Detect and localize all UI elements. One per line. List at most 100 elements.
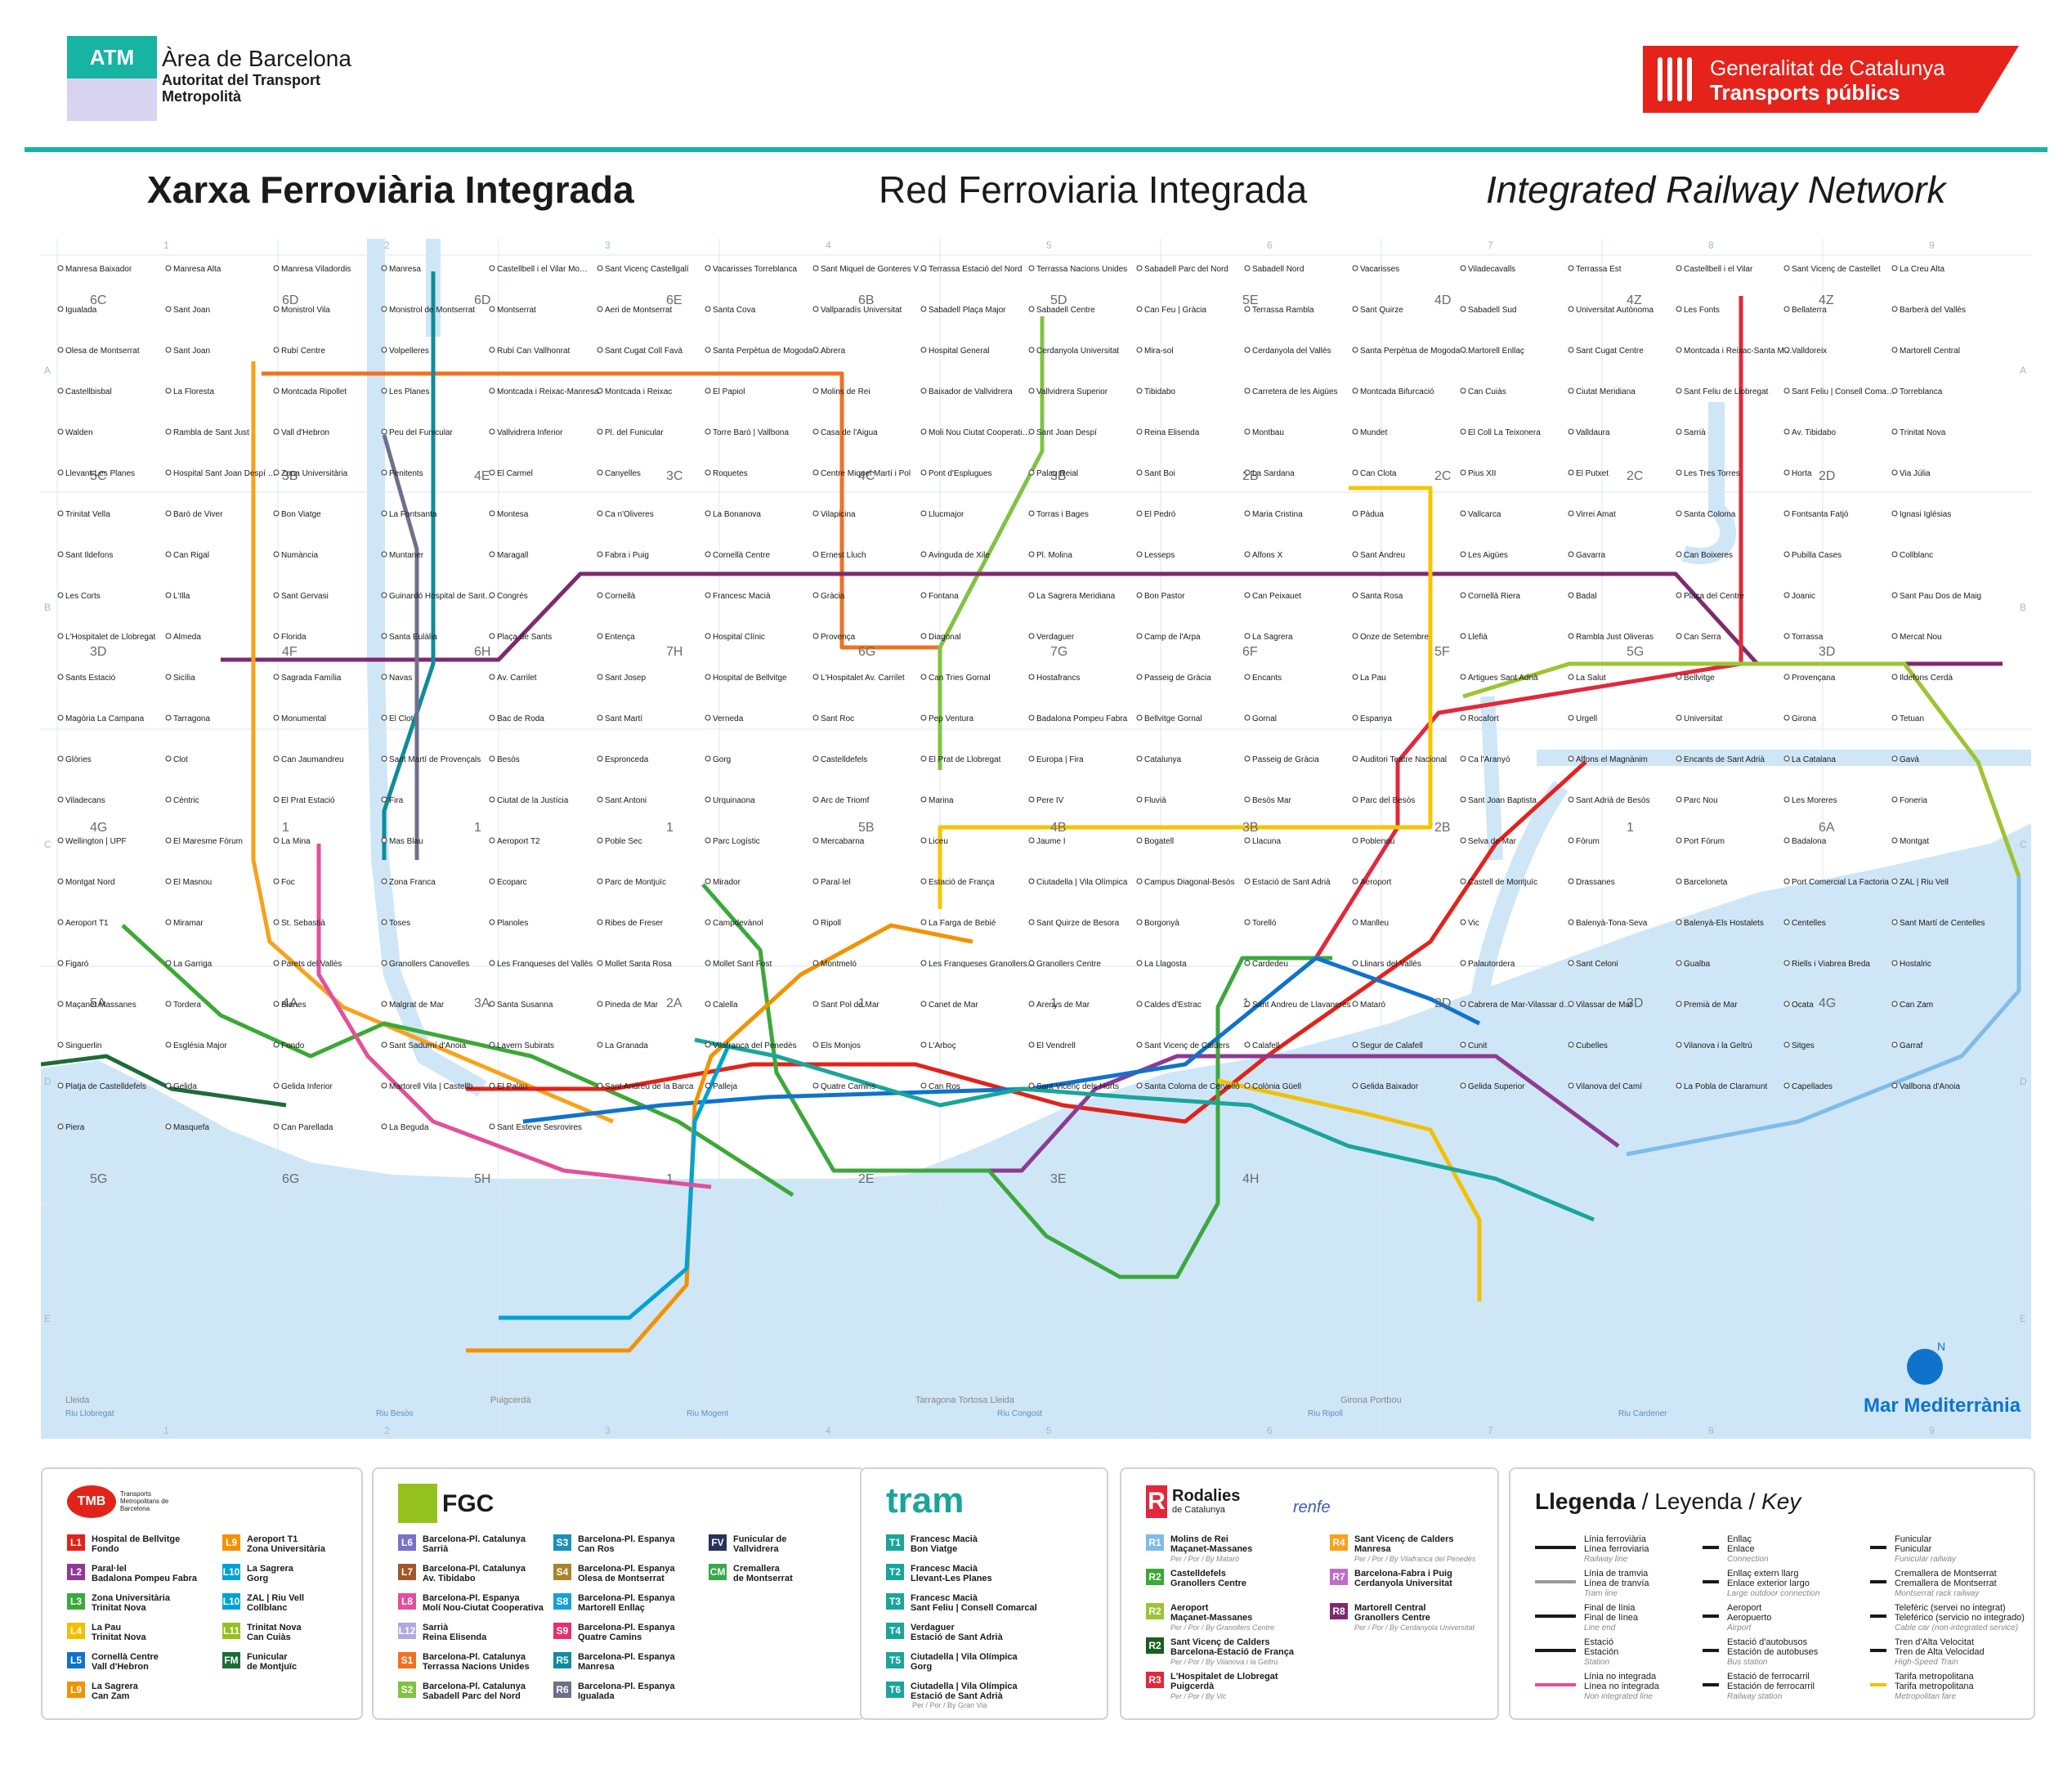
station-marker[interactable] <box>1244 551 1251 558</box>
station-marker[interactable] <box>165 265 172 271</box>
station-marker[interactable] <box>1136 796 1143 803</box>
station-marker[interactable] <box>1028 919 1035 925</box>
station-marker[interactable] <box>1244 755 1251 762</box>
station-marker[interactable] <box>1676 469 1682 476</box>
station-marker[interactable] <box>812 796 819 803</box>
station-label[interactable]: Congrés <box>497 592 528 601</box>
station-marker[interactable] <box>489 306 495 312</box>
station-label[interactable]: Vallvidrera Superior <box>1036 387 1108 396</box>
station-marker[interactable] <box>57 1001 64 1007</box>
station-marker[interactable] <box>1028 674 1035 680</box>
station-label[interactable]: Manresa Viladordis <box>281 265 351 274</box>
station-marker[interactable] <box>1136 428 1143 435</box>
station-marker[interactable] <box>165 510 172 517</box>
station-label[interactable]: Caldes d'Estrac <box>1144 1001 1202 1010</box>
station-label[interactable]: Ca l'Aranyó <box>1468 755 1510 764</box>
station-label[interactable]: Canet de Mar <box>929 1001 978 1010</box>
station-marker[interactable] <box>1244 837 1251 844</box>
station-label[interactable]: Terrassa Rambla <box>1252 306 1314 315</box>
station-marker[interactable] <box>489 837 495 844</box>
station-marker[interactable] <box>1568 960 1574 966</box>
station-marker[interactable] <box>57 428 64 435</box>
station-label[interactable]: Sant Ildefons <box>65 551 113 560</box>
station-label[interactable]: Garraf <box>1900 1041 1923 1050</box>
station-label[interactable]: Universitat Autònoma <box>1576 306 1654 315</box>
station-marker[interactable] <box>165 428 172 435</box>
station-label[interactable]: Palau Reial <box>1036 469 1078 478</box>
station-label[interactable]: Hostalric <box>1900 960 1931 969</box>
station-marker[interactable] <box>920 837 927 844</box>
station-marker[interactable] <box>1136 347 1143 353</box>
station-label[interactable]: La Pau <box>1360 674 1386 683</box>
station-marker[interactable] <box>273 1082 280 1089</box>
station-marker[interactable] <box>57 837 64 844</box>
station-marker[interactable] <box>1460 633 1466 639</box>
station-label[interactable]: Sarrià <box>1684 428 1706 437</box>
station-label[interactable]: Ribes de Freser <box>605 919 664 928</box>
station-marker[interactable] <box>273 878 280 884</box>
station-label[interactable]: Besòs Mar <box>1252 796 1291 805</box>
station-label[interactable]: Clot <box>173 755 188 764</box>
station-label[interactable]: Pep Ventura <box>929 714 973 723</box>
station-label[interactable]: Vallbona d'Anoia <box>1900 1082 1960 1091</box>
station-label[interactable]: Gelida Inferior <box>281 1082 333 1091</box>
station-label[interactable]: Mollet Santa Rosa <box>605 960 672 969</box>
station-label[interactable]: Cerdanyola Universitat <box>1036 347 1119 356</box>
station-label[interactable]: Palautordera <box>1468 960 1515 969</box>
station-label[interactable]: Auditori Teatre Nacional <box>1360 755 1447 764</box>
station-label[interactable]: Miramar <box>173 919 204 928</box>
station-marker[interactable] <box>920 714 927 721</box>
station-label[interactable]: Can Jaumandreu <box>281 755 344 764</box>
station-label[interactable]: Bac de Roda <box>497 714 544 723</box>
station-label[interactable]: Urgell <box>1576 714 1597 723</box>
station-label[interactable]: Manresa <box>389 265 421 274</box>
station-label[interactable]: Balenyà-Tona-Seva <box>1576 919 1648 928</box>
station-label[interactable]: Badal <box>1576 592 1597 601</box>
station-marker[interactable] <box>705 428 711 435</box>
station-label[interactable]: Blanes <box>281 1001 307 1010</box>
station-marker[interactable] <box>1352 878 1358 884</box>
station-label[interactable]: Walden <box>65 428 93 437</box>
station-label[interactable]: Vic <box>1468 919 1479 928</box>
station-label[interactable]: Sant Quirze de Besora <box>1036 919 1120 928</box>
station-label[interactable]: El Palau <box>497 1082 527 1091</box>
station-label[interactable]: Mataró <box>1360 1001 1386 1010</box>
station-marker[interactable] <box>165 714 172 721</box>
station-marker[interactable] <box>705 347 711 353</box>
station-marker[interactable] <box>1244 919 1251 925</box>
station-marker[interactable] <box>1676 674 1682 680</box>
station-label[interactable]: Bellvitge Gornal <box>1144 714 1202 723</box>
station-marker[interactable] <box>1783 919 1790 925</box>
station-marker[interactable] <box>1028 306 1035 312</box>
station-label[interactable]: Pàdua <box>1360 510 1384 519</box>
station-label[interactable]: Sabadell Plaça Major <box>929 306 1006 315</box>
station-marker[interactable] <box>381 347 387 353</box>
station-marker[interactable] <box>1460 387 1466 394</box>
station-label[interactable]: La Sagrera <box>1252 633 1293 642</box>
station-label[interactable]: Les Planes <box>389 387 429 396</box>
station-label[interactable]: Sant Esteve Sesrovires <box>497 1123 582 1132</box>
station-label[interactable]: Fluvià <box>1144 796 1166 805</box>
station-marker[interactable] <box>1676 592 1682 598</box>
station-marker[interactable] <box>1891 428 1898 435</box>
station-marker[interactable] <box>1352 510 1358 517</box>
station-label[interactable]: Poble Sec <box>605 837 642 846</box>
station-marker[interactable] <box>1352 592 1358 598</box>
station-label[interactable]: Llucmajor <box>929 510 964 519</box>
station-label[interactable]: Malgrat de Mar <box>389 1001 445 1010</box>
station-label[interactable]: Sant Cugat Coll Favà <box>605 347 682 356</box>
station-label[interactable]: Montcada Ripollet <box>281 387 347 396</box>
station-label[interactable]: Vacarisses <box>1360 265 1399 274</box>
station-marker[interactable] <box>381 796 387 803</box>
station-marker[interactable] <box>1136 510 1143 517</box>
station-marker[interactable] <box>1783 428 1790 435</box>
station-marker[interactable] <box>1783 796 1790 803</box>
station-label[interactable]: Ca n'Oliveres <box>605 510 654 519</box>
station-label[interactable]: Mas Blau <box>389 837 423 846</box>
station-marker[interactable] <box>489 1082 495 1089</box>
station-label[interactable]: Selva de Mar <box>1468 837 1517 846</box>
station-label[interactable]: Navas <box>389 674 412 683</box>
station-marker[interactable] <box>920 1041 927 1048</box>
station-label[interactable]: Lavern Subirats <box>497 1041 554 1050</box>
station-label[interactable]: Gornal <box>1252 714 1277 723</box>
